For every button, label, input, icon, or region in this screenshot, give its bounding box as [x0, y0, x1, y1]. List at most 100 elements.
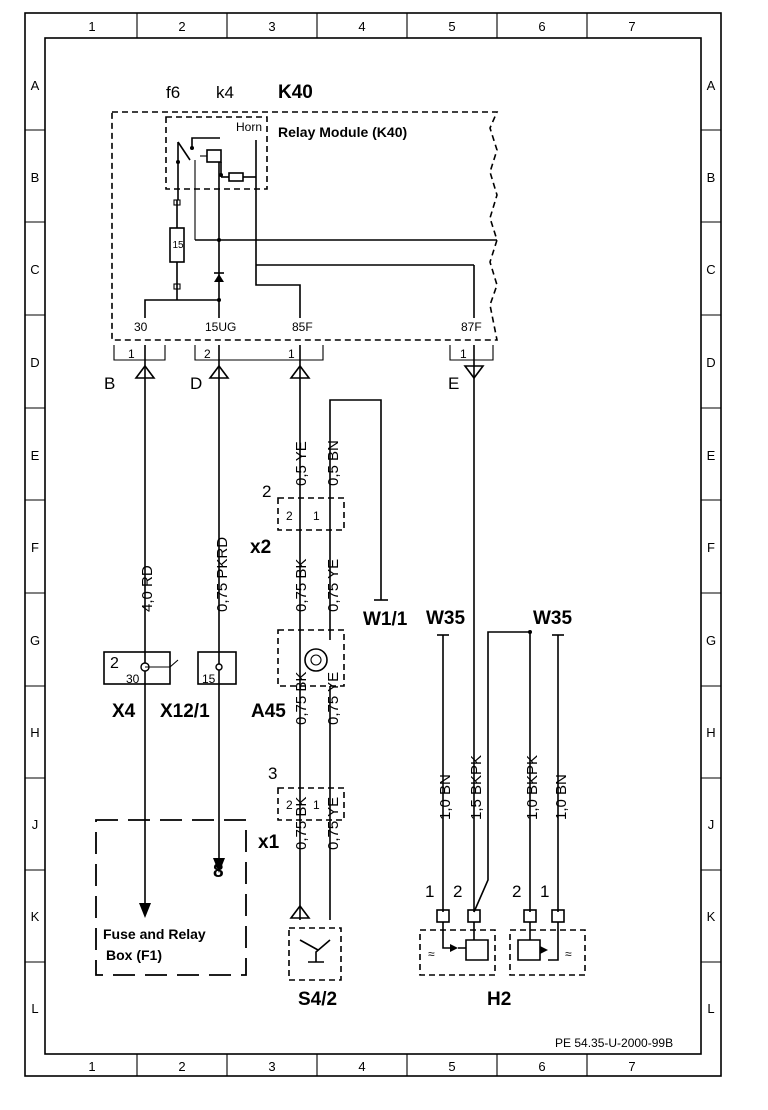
x1-pin-2: 2	[286, 798, 293, 812]
ground-w1-1: W1/1	[363, 609, 408, 630]
h2-right-pin-2: 2	[512, 882, 521, 901]
col-label-bottom-4: 4	[358, 1059, 365, 1074]
connector-87f	[449, 345, 494, 361]
col-label-bottom-1: 1	[88, 1059, 95, 1074]
col-label-bottom-2: 2	[178, 1059, 185, 1074]
terminal-15ug: 15UG	[205, 320, 236, 334]
row-label-j: J	[32, 817, 39, 832]
row-label-right-c: C	[706, 262, 715, 277]
fuse-tag-f6: f6	[166, 83, 180, 102]
row-label-right-a: A	[707, 78, 716, 93]
resistor	[228, 172, 244, 182]
x2-pin-1: 1	[313, 509, 320, 523]
wire-label-bn-l: 1,0 BN	[437, 774, 454, 820]
col-label-bottom-6: 6	[538, 1059, 545, 1074]
row-label-right-l: L	[707, 1001, 714, 1016]
fuse-box-line-2: Box (F1)	[106, 947, 162, 963]
fuse-box-line-1: Fuse and Relay	[103, 926, 206, 942]
x4-term: 30	[126, 672, 140, 686]
horn-right-sound-icon: ≈	[565, 947, 572, 961]
row-label-a: A	[31, 78, 40, 93]
ground-w35-left: W35	[426, 608, 466, 629]
switch-icon	[299, 939, 331, 963]
relay-module-outline	[111, 111, 499, 341]
wire-label-ye-top: 0,5 YE	[293, 441, 310, 486]
h2-label: H2	[487, 989, 511, 1010]
row-label-right-j: J	[708, 817, 715, 832]
col-label-bottom-5: 5	[448, 1059, 455, 1074]
row-label-f: F	[31, 540, 39, 555]
col-label-5: 5	[448, 19, 455, 34]
row-label-c: C	[30, 262, 39, 277]
row-label-right-k: K	[707, 909, 716, 924]
horn-h2-right	[509, 929, 586, 976]
wire-label-bk-f: 0,75 BK	[293, 559, 310, 612]
horn-label: Horn	[236, 120, 262, 134]
connector-x1	[277, 787, 345, 821]
relay-k4-box	[165, 116, 268, 190]
col-label-1: 1	[88, 19, 95, 34]
h2-right-pin-1: 1	[540, 882, 549, 901]
x2-number: 2	[262, 482, 271, 501]
module-name: Relay Module (K40)	[278, 124, 407, 140]
x4-pin: 2	[110, 655, 119, 672]
continuation-8: 8	[213, 861, 224, 882]
col-label-3: 3	[268, 19, 275, 34]
conn-pin-85f: 1	[288, 347, 295, 361]
relay-tag-k4: k4	[216, 83, 234, 102]
grid-ticks	[25, 13, 721, 1076]
row-label-right-b: B	[707, 170, 716, 185]
a45-label: A45	[251, 701, 286, 722]
terminal-85f: 85F	[292, 320, 313, 334]
fuse-value: 15	[172, 240, 184, 251]
col-label-6: 6	[538, 19, 545, 34]
wire-label-bkpk-l: 1,5 BKPK	[468, 755, 485, 820]
connector-letter-d: D	[190, 374, 202, 393]
wire-label-ye-k: 0,75 YE	[325, 797, 342, 850]
connector-15ug-85f	[194, 345, 324, 361]
coil-icon	[304, 648, 328, 672]
row-label-e: E	[31, 448, 40, 463]
x1-pin-1: 1	[313, 798, 320, 812]
conn-pin-15ug: 2	[204, 347, 211, 361]
wire-label-bk-h: 0,75 BK	[293, 672, 310, 725]
wire-label-pkrd: 0,75 PKRD	[214, 537, 231, 612]
row-label-right-e: E	[707, 448, 716, 463]
row-label-h: H	[30, 725, 39, 740]
conn-pin-87f: 1	[460, 347, 467, 361]
col-label-bottom-7: 7	[628, 1059, 635, 1074]
row-label-d: D	[30, 355, 39, 370]
x1-number: 3	[268, 764, 277, 783]
s4-2-label: S4/2	[298, 989, 337, 1010]
wire-label-ye-h: 0,75 YE	[325, 672, 342, 725]
wire-label-rd: 4,0 RD	[139, 565, 156, 612]
connector-x4	[103, 651, 171, 685]
horn-left-sound-icon: ≈	[428, 947, 435, 961]
x1-label: x1	[258, 832, 280, 853]
row-label-right-f: F	[707, 540, 715, 555]
wire-label-ye-f: 0,75 YE	[325, 559, 342, 612]
col-label-7: 7	[628, 19, 635, 34]
terminal-87f: 87F	[461, 320, 482, 334]
col-label-4: 4	[358, 19, 365, 34]
ground-w35-right: W35	[533, 608, 573, 629]
wire-label-bkpk-r: 1,0 BKPK	[524, 755, 541, 820]
col-label-bottom-3: 3	[268, 1059, 275, 1074]
fuse-relay-box	[95, 819, 247, 976]
x12-term: 15	[202, 672, 216, 686]
wire-label-bk-k: 0,75 BK	[293, 797, 310, 850]
wire-label-bn-top: 0,5 BN	[325, 440, 342, 486]
arrow-up-s4	[289, 904, 311, 919]
wire-label-bn-r: 1,0 BN	[553, 774, 570, 820]
module-id: K40	[278, 82, 313, 103]
component-a45	[277, 629, 345, 687]
terminal-30: 30	[134, 320, 148, 334]
wire-bn-w1	[329, 399, 382, 600]
row-label-g: G	[30, 633, 40, 648]
row-label-right-h: H	[706, 725, 715, 740]
h2-left-pin-2: 2	[453, 882, 462, 901]
row-label-l: L	[31, 1001, 38, 1016]
connector-x12-1	[197, 651, 237, 685]
inner-frame	[44, 37, 702, 1055]
